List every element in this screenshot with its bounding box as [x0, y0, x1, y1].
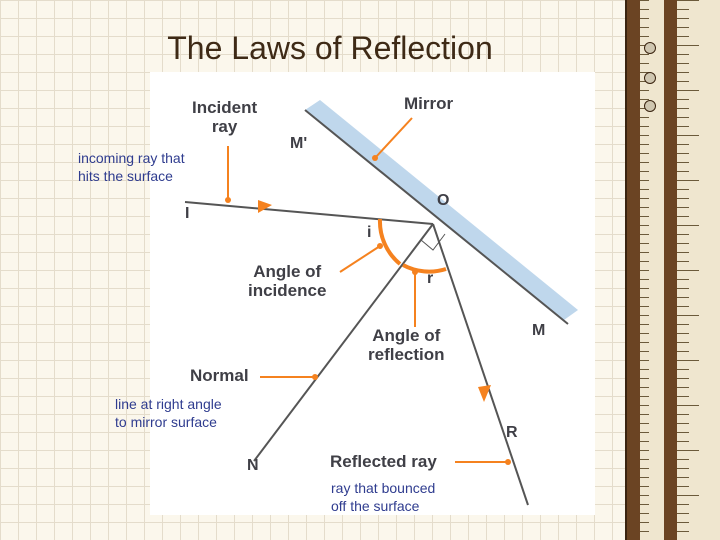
- reflected-pointer-dot: [505, 459, 511, 465]
- mirror-line: [304, 109, 569, 325]
- screw-icon: [644, 72, 656, 84]
- letter-m: M: [532, 322, 546, 339]
- incident-pointer-dot: [225, 197, 231, 203]
- label-normal: Normal: [190, 366, 249, 385]
- incidence-pointer-dot: [377, 243, 383, 249]
- right-angle-marker: [420, 233, 446, 251]
- letter-r-point: R: [506, 424, 518, 441]
- angle-incidence-arc: [377, 218, 402, 266]
- incident-ray-line: [184, 201, 434, 225]
- letter-n: N: [247, 457, 259, 474]
- incident-arrowhead: [258, 200, 272, 213]
- reflected-ray-line: [432, 223, 529, 506]
- screw-icon: [644, 100, 656, 112]
- slide-title: The Laws of Reflection: [167, 30, 493, 66]
- label-incident-ray: Incident ray: [192, 98, 258, 137]
- mirror-surface: [305, 100, 578, 320]
- note-normal: line at right angle to mirror surface: [115, 396, 222, 431]
- label-mirror: Mirror: [404, 94, 454, 113]
- incidence-pointer: [339, 245, 381, 273]
- label-reflected-ray: Reflected ray: [330, 452, 437, 471]
- ruler-decoration: [625, 0, 720, 540]
- screw-icon: [644, 42, 656, 54]
- ruler-strip-left: [640, 0, 664, 540]
- note-incoming-ray: incoming ray that hits the surface: [78, 150, 185, 185]
- normal-pointer-dot: [312, 374, 318, 380]
- note-reflected-ray: ray that bounced off the surface: [331, 480, 436, 515]
- letter-i-angle: i: [367, 224, 372, 241]
- reflection-pointer-dot: [412, 269, 418, 275]
- letter-i-point: I: [185, 205, 190, 222]
- reflection-diagram: Incident ray Mirror M' O I i Angle of in…: [150, 72, 595, 515]
- letter-r-angle: r: [427, 270, 434, 287]
- normal-line: [253, 223, 434, 462]
- label-angle-reflection: Angle of reflection: [368, 326, 445, 365]
- mirror-pointer-dot: [372, 155, 378, 161]
- reflected-arrowhead: [478, 385, 491, 402]
- ruler-strip-right: [677, 0, 720, 540]
- mirror-pointer: [374, 117, 413, 159]
- letter-o: O: [437, 192, 450, 209]
- angle-reflection-arc: [402, 263, 447, 274]
- label-angle-incidence: Angle of incidence: [248, 262, 327, 301]
- diagram-lines: [184, 100, 578, 506]
- letter-m-prime: M': [290, 135, 308, 152]
